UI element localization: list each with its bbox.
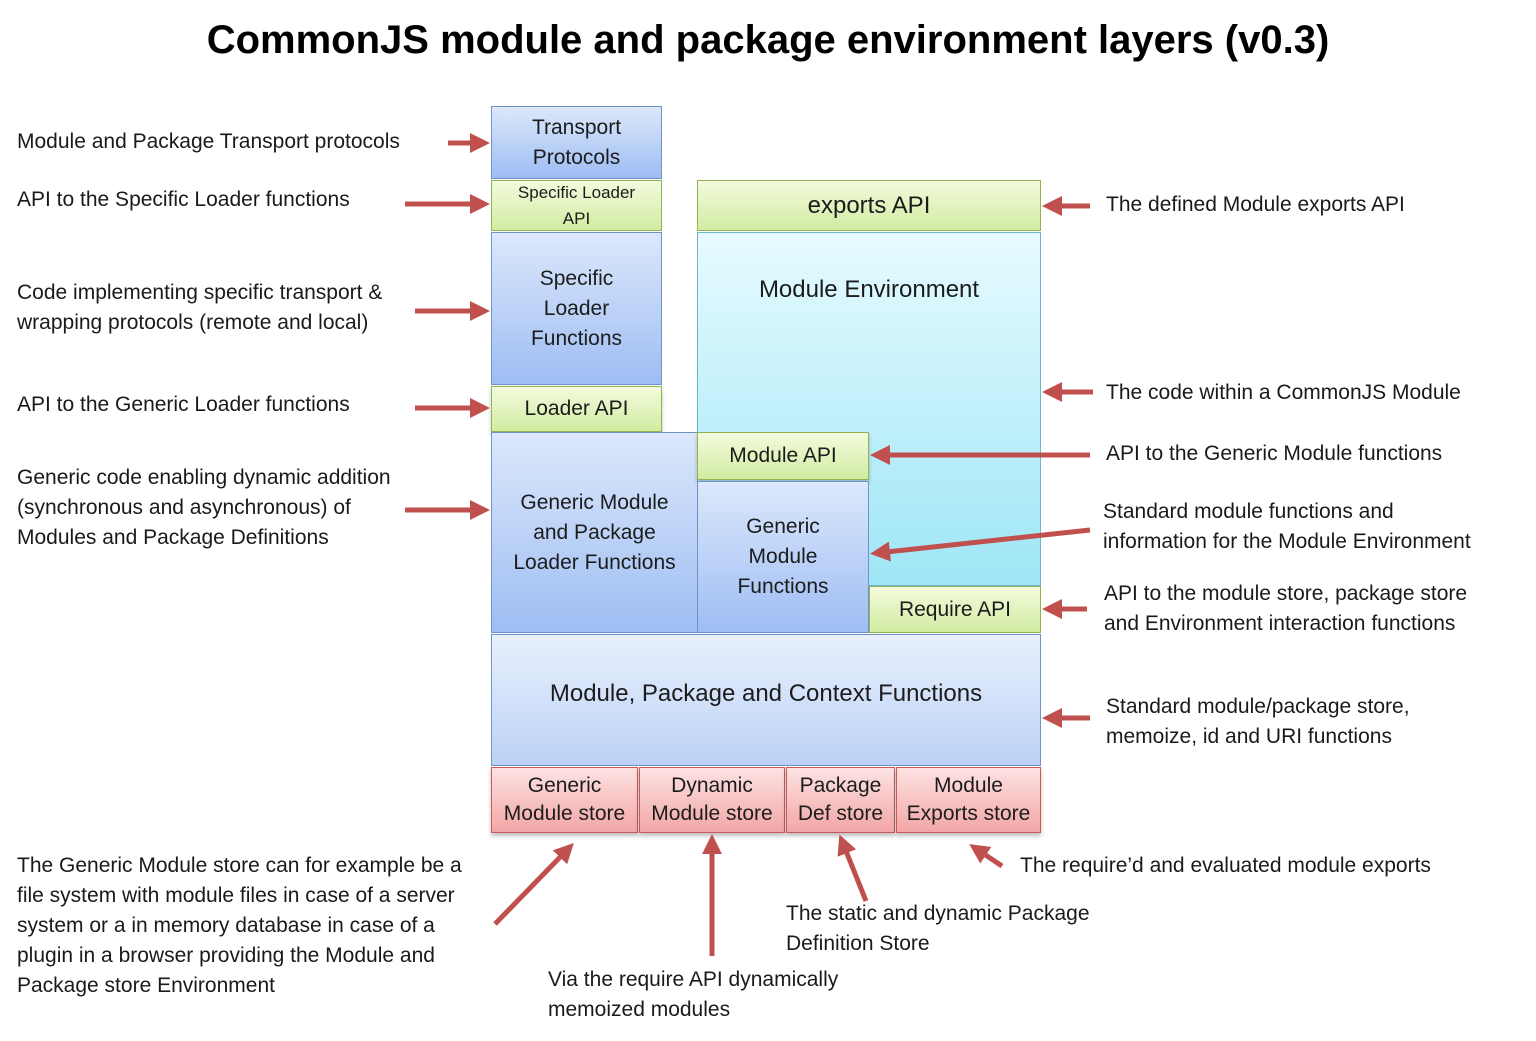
specific-loader-functions-box: Specific Loader Functions (491, 232, 662, 385)
label-specific-loader-api: API to the Specific Loader functions (17, 188, 350, 211)
context-functions-label: Module, Package and Context Functions (549, 680, 983, 707)
package-def-store-box: Package Def store (786, 767, 895, 833)
label-exports-api: The defined Module exports API (1106, 193, 1405, 216)
exports-api-box: exports API (697, 180, 1041, 231)
label-generic-store: The Generic Module store can for example… (17, 854, 462, 997)
module-environment-label: Module Environment (758, 276, 980, 303)
arrow-generic-store (493, 842, 574, 926)
generic-module-functions-box: Generic Module Functions (697, 481, 869, 633)
label-module-api: API to the Generic Module functions (1106, 442, 1443, 465)
label-generic-code: Generic code enabling dynamic addition (… (17, 466, 391, 549)
context-functions-box: Module, Package and Context Functions (491, 634, 1041, 766)
module-exports-store-box: Module Exports store (896, 767, 1041, 833)
label-specific-code: Code implementing specific transport & w… (17, 281, 383, 334)
arrow-standard-functions (870, 527, 1091, 562)
label-transport: Module and Package Transport protocols (17, 130, 400, 153)
label-standard-functions: Standard module functions and informatio… (1103, 500, 1471, 553)
label-require-api: API to the module store, package store a… (1104, 582, 1468, 635)
generic-loader-functions-box: Generic Module and Package Loader Functi… (491, 432, 698, 633)
specific-loader-api-box: Specific Loader API (491, 180, 662, 231)
dynamic-module-store-box: Dynamic Module store (639, 767, 785, 833)
require-api-box: Require API (869, 586, 1041, 633)
label-exports-store: The require’d and evaluated module expor… (1020, 854, 1431, 877)
generic-module-store-box: Generic Module store (491, 767, 638, 833)
label-module-code: The code within a CommonJS Module (1106, 381, 1461, 404)
loader-api-box: Loader API (491, 386, 662, 432)
label-memoized: Via the require API dynamically memoized… (548, 968, 839, 1021)
label-package-def: The static and dynamic Package Definitio… (786, 902, 1090, 955)
label-generic-loader-api: API to the Generic Loader functions (17, 393, 350, 416)
arrow-package-def (837, 834, 869, 902)
transport-protocols-box: Transport Protocols (491, 106, 662, 179)
diagram-title: CommonJS module and package environment … (206, 18, 1330, 62)
label-store-functions: Standard module/package store, memoize, … (1106, 695, 1410, 748)
module-api-box: Module API (697, 432, 869, 480)
arrow-exports-store (969, 844, 1004, 869)
